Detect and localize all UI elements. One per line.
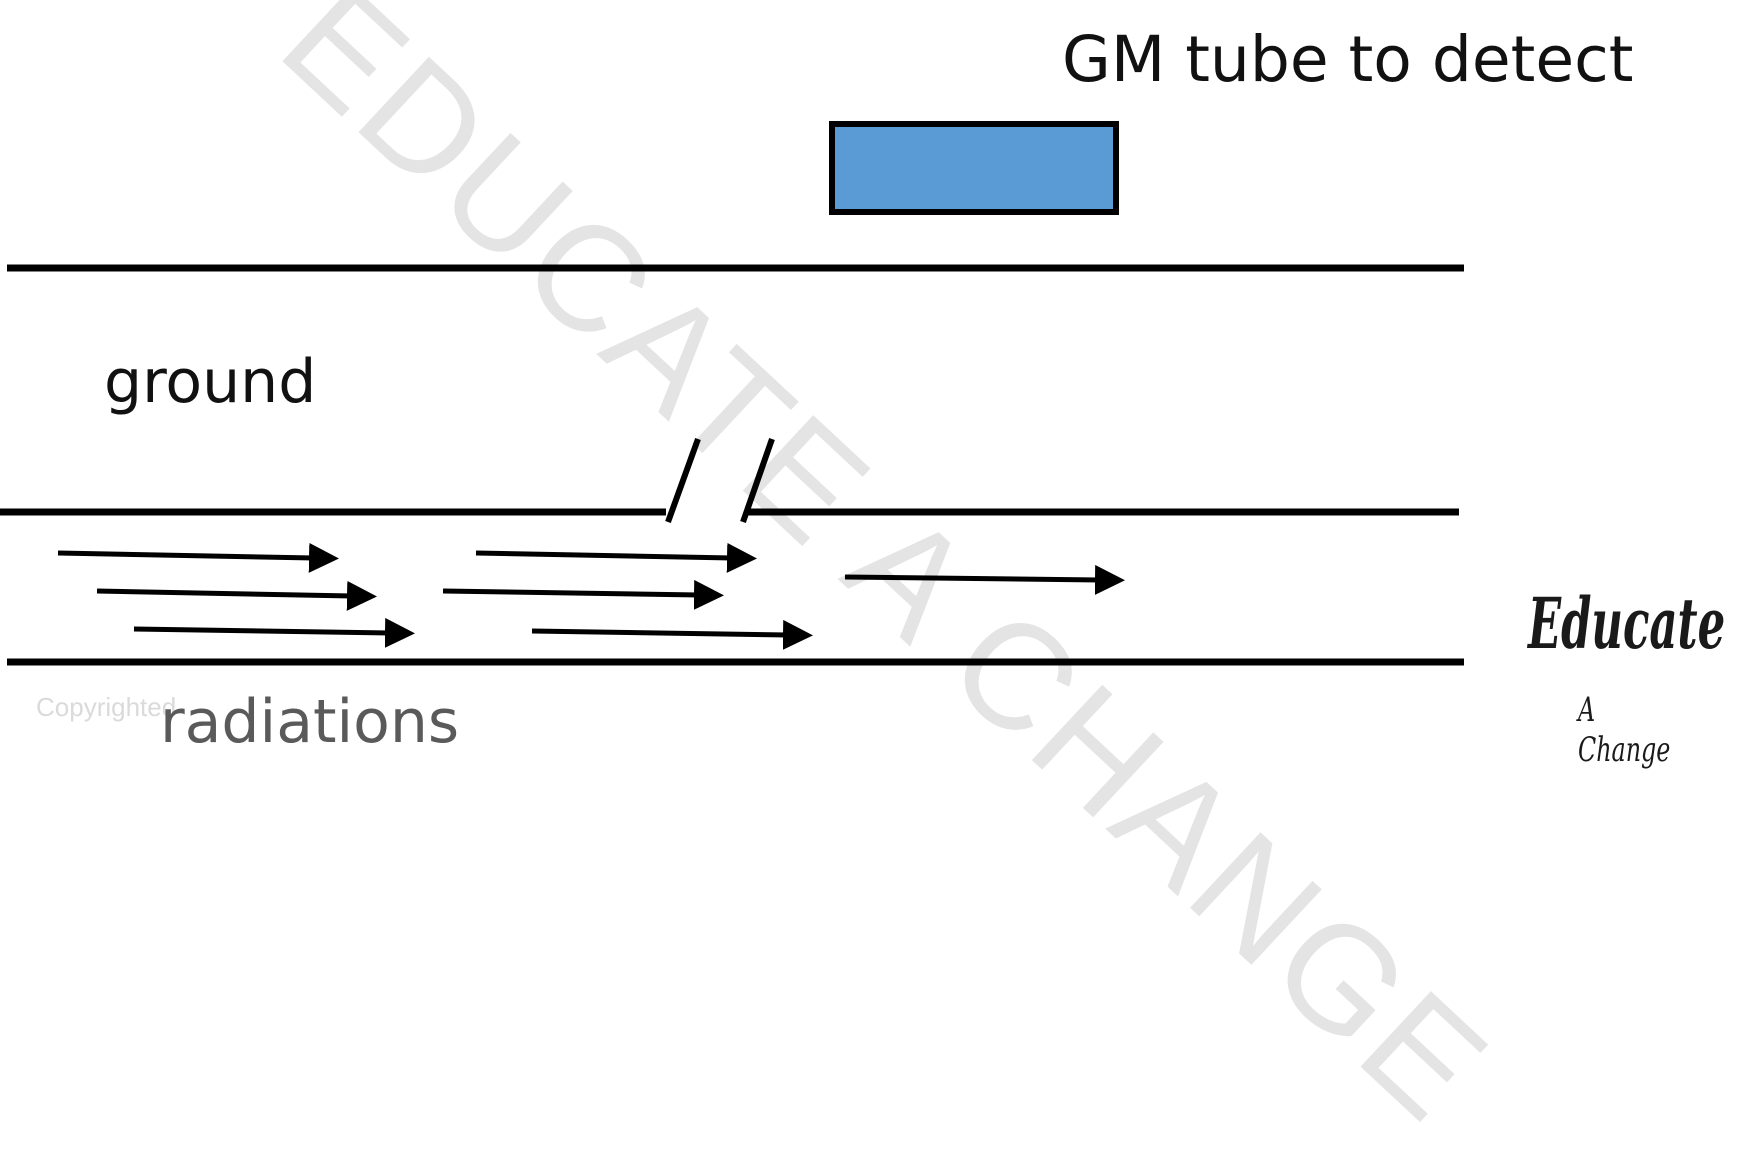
educate-a-change-logo: Educate A Change	[1520, 572, 1740, 778]
gm-tube-label: GM tube to detect	[1062, 23, 1634, 96]
crack-right-edge	[740, 438, 775, 523]
radiation-arrow	[442, 579, 724, 610]
radiation-arrow	[57, 542, 339, 573]
radiations-label: radiations	[160, 687, 460, 757]
radiation-arrow	[475, 542, 757, 573]
radiation-arrow	[96, 580, 377, 611]
radiation-arrow	[844, 564, 1125, 595]
gm-tube	[829, 121, 1119, 215]
radiation-arrow	[133, 617, 415, 648]
logo-line-1: Educate	[1528, 582, 1726, 665]
ground-label: ground	[104, 347, 317, 417]
copyright-watermark: Copyrighted	[36, 692, 177, 722]
logo-line-2: A Change	[1578, 690, 1671, 770]
diagram-canvas	[0, 121, 1464, 666]
radiation-arrows	[57, 542, 1125, 650]
radiation-arrow	[531, 619, 813, 650]
crack-left-edge	[665, 437, 701, 524]
